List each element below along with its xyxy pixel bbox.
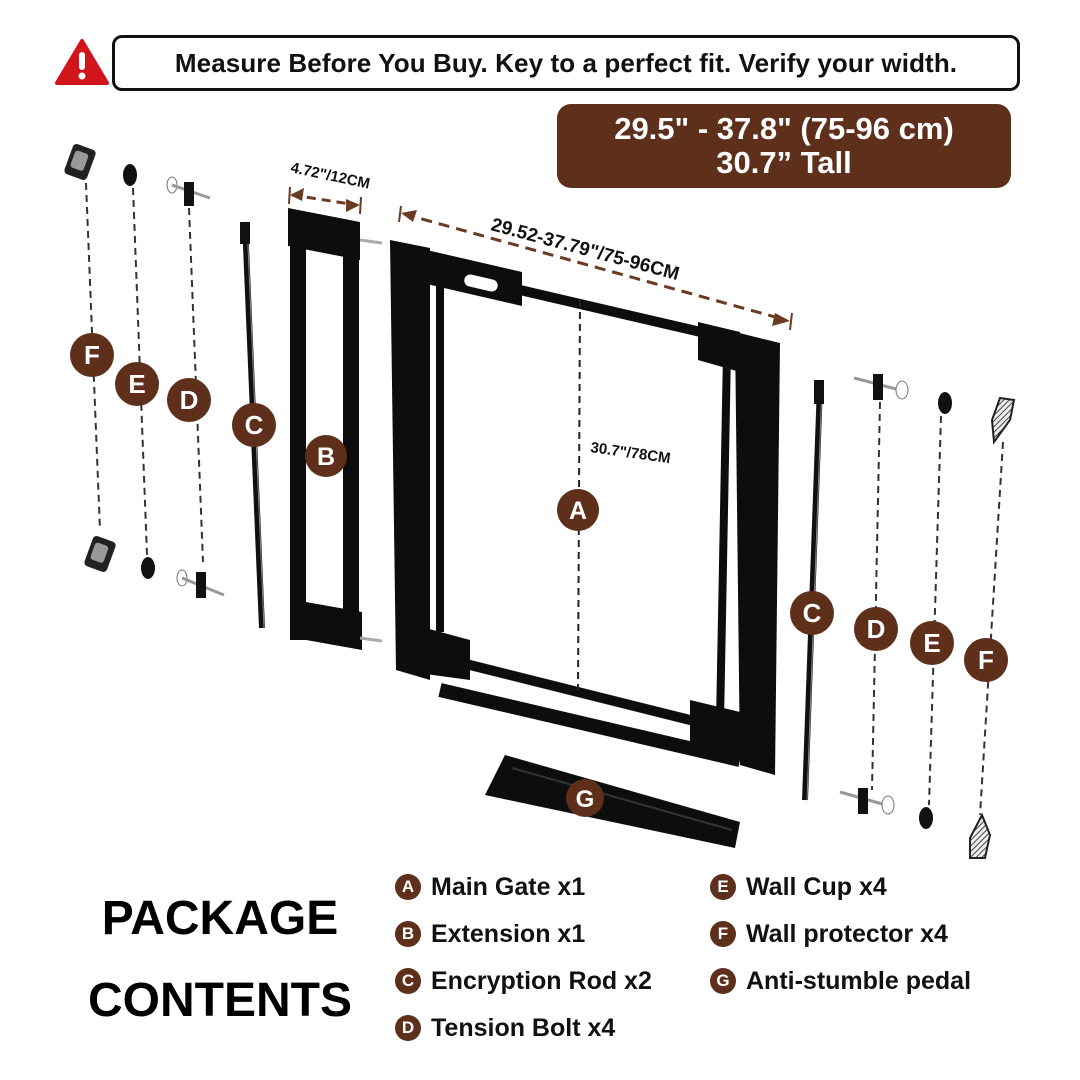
callout-C-left: C (232, 403, 276, 447)
warning-triangle-icon (55, 38, 109, 86)
title-line-1: PACKAGE (101, 892, 339, 945)
legend-item: G Anti-stumble pedal (710, 961, 971, 1001)
svg-text:D: D (180, 385, 199, 415)
gate-height-label: 30.7"/78CM (589, 439, 671, 467)
legend-label: Tension Bolt x4 (431, 1013, 616, 1042)
legend-label: Anti-stumble pedal (746, 966, 972, 995)
size-range-text: 29.5" - 37.8" (75-96 cm) (614, 111, 954, 146)
title-line-2: CONTENTS (88, 974, 352, 1027)
extension-frame (288, 208, 383, 650)
callout-A: A (557, 489, 599, 531)
badge-F: F (710, 921, 736, 947)
badge-G: G (710, 968, 736, 994)
extension-width-dimension (288, 186, 362, 215)
wall-cup-right (919, 392, 952, 829)
callout-E-right: E (910, 621, 954, 665)
badge-C: C (395, 968, 421, 994)
svg-text:C: C (245, 410, 264, 440)
legend-label: Encryption Rod x2 (431, 966, 652, 995)
badge-E: E (710, 874, 736, 900)
svg-text:E: E (128, 369, 145, 399)
legend-column-1: A Main Gate x1 B Extension x1 C Encryption … (395, 867, 652, 1048)
legend-item: C Encryption Rod x2 (395, 961, 652, 1001)
main-gate (390, 240, 780, 775)
svg-text:A: A (569, 497, 587, 525)
legend-label: Wall Cup x4 (746, 872, 887, 901)
legend-item: B Extension x1 (395, 914, 652, 954)
badge-D: D (395, 1015, 421, 1041)
svg-text:F: F (84, 340, 100, 370)
legend-item: E Wall Cup x4 (710, 867, 971, 907)
legend-label: Main Gate x1 (431, 872, 586, 901)
callout-B: B (305, 435, 347, 477)
encryption-rod-right (802, 380, 824, 801)
warning-text: Measure Before You Buy. Key to a perfect… (174, 47, 958, 78)
gate-width-dimension (398, 205, 793, 331)
tension-bolt-right (839, 374, 909, 815)
extension-width-label: 4.72"/12CM (289, 159, 371, 192)
callout-F-right: F (964, 638, 1008, 682)
warning-banner: Measure Before You Buy. Key to a perfect… (112, 35, 1020, 91)
legend-label: Wall protector x4 (746, 919, 948, 948)
callout-E-left: E (115, 362, 159, 406)
svg-text:B: B (317, 443, 335, 471)
anti-stumble-pedal (485, 755, 740, 848)
legend-item: A Main Gate x1 (395, 867, 652, 907)
package-contents-title: PACKAGE CONTENTS (70, 878, 370, 1042)
size-badge: 29.5" - 37.8" (75-96 cm) 30.7” Tall (557, 104, 1011, 188)
tension-bolt-left (166, 176, 225, 598)
wall-protector-right (969, 396, 1016, 859)
callout-D-right: D (854, 607, 898, 651)
legend-column-2: E Wall Cup x4 F Wall protector x4 G Anti-st… (710, 867, 971, 1001)
badge-B: B (395, 921, 421, 947)
legend-item: D Tension Bolt x4 (395, 1008, 652, 1048)
callout-C-right: C (790, 591, 834, 635)
svg-text:F: F (978, 645, 994, 675)
svg-text:E: E (923, 628, 940, 658)
callout-G: G (566, 779, 604, 817)
svg-text:C: C (803, 598, 822, 628)
height-text: 30.7” Tall (716, 145, 852, 180)
callout-F-left: F (70, 333, 114, 377)
callout-D-left: D (167, 378, 211, 422)
badge-A: A (395, 874, 421, 900)
legend-item: F Wall protector x4 (710, 914, 971, 954)
svg-text:G: G (576, 786, 595, 813)
legend-label: Extension x1 (431, 919, 586, 948)
svg-text:D: D (867, 614, 886, 644)
